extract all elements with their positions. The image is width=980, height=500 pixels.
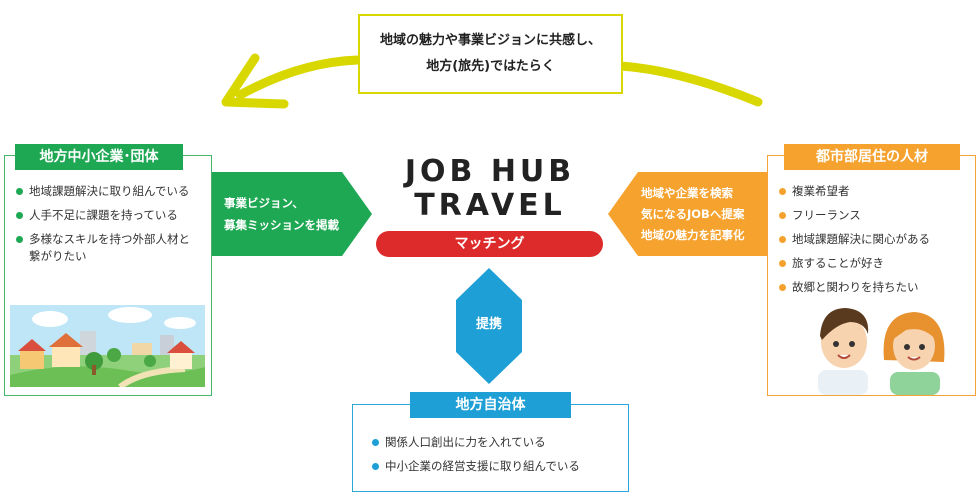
right-flow-arrow bbox=[608, 172, 768, 256]
left-arrow-label: 事業ビジョン、 募集ミッションを掲載 bbox=[224, 192, 364, 236]
list-item: 地域課題解決に取り組んでいる bbox=[16, 183, 206, 200]
left-flow-arrow bbox=[212, 172, 372, 256]
urban-talent-title: 都市部居住の人材 bbox=[784, 144, 960, 170]
matching-badge: マッチング bbox=[376, 231, 603, 257]
list-item: 地域課題解決に関心がある bbox=[779, 231, 969, 248]
top-message-box: 地域の魅力や事業ビジョンに共感し、 地方(旅先)ではたらく bbox=[358, 14, 623, 94]
urban-talent-list: 複業希望者 フリーランス 地域課題解決に関心がある 旅することが好き 故郷と関わ… bbox=[779, 183, 969, 303]
curved-flow-arrow bbox=[221, 53, 763, 109]
right-arrow-label: 地域や企業を検索 気になるJOBへ提案 地域の魅力を記事化 bbox=[641, 183, 766, 246]
left-arrow-line2: 募集ミッションを掲載 bbox=[224, 218, 339, 232]
list-item: 旅することが好き bbox=[779, 255, 969, 272]
cooperation-arrow bbox=[456, 268, 522, 384]
list-item: フリーランス bbox=[779, 207, 969, 224]
people-illustration bbox=[818, 308, 945, 395]
brand-logo-text: JOB HUB TRAVEL bbox=[378, 155, 602, 223]
local-company-list: 地域課題解決に取り組んでいる 人手不足に課題を持っている 多様なスキルを持つ外部… bbox=[16, 183, 206, 272]
right-arrow-line2: 気になるJOBへ提案 bbox=[641, 207, 745, 221]
list-item: 人手不足に課題を持っている bbox=[16, 207, 206, 224]
local-government-list: 関係人口創出に力を入れている 中小企業の経営支援に取り組んでいる bbox=[372, 434, 622, 482]
local-company-title: 地方中小企業･団体 bbox=[15, 144, 183, 170]
right-arrow-line1: 地域や企業を検索 bbox=[641, 186, 733, 200]
list-item: 中小企業の経営支援に取り組んでいる bbox=[372, 458, 622, 475]
cooperation-label: 提携 bbox=[475, 317, 502, 332]
top-message-line1: 地域の魅力や事業ビジョンに共感し、 bbox=[379, 33, 601, 48]
list-item-continuation: 繋がりたい bbox=[29, 249, 87, 263]
brand-line1: JOB HUB bbox=[404, 154, 576, 189]
right-arrow-line3: 地域の魅力を記事化 bbox=[641, 228, 745, 242]
list-item: 故郷と関わりを持ちたい bbox=[779, 279, 969, 296]
brand-line2: TRAVEL bbox=[414, 188, 566, 223]
town-illustration bbox=[10, 305, 205, 387]
top-message-line2: 地方(旅先)ではたらく bbox=[426, 59, 555, 74]
left-arrow-line1: 事業ビジョン、 bbox=[224, 196, 304, 210]
list-item: 関係人口創出に力を入れている bbox=[372, 434, 622, 451]
local-government-title: 地方自治体 bbox=[410, 392, 571, 418]
list-item: 多様なスキルを持つ外部人材と bbox=[16, 231, 206, 248]
list-item: 複業希望者 bbox=[779, 183, 969, 200]
